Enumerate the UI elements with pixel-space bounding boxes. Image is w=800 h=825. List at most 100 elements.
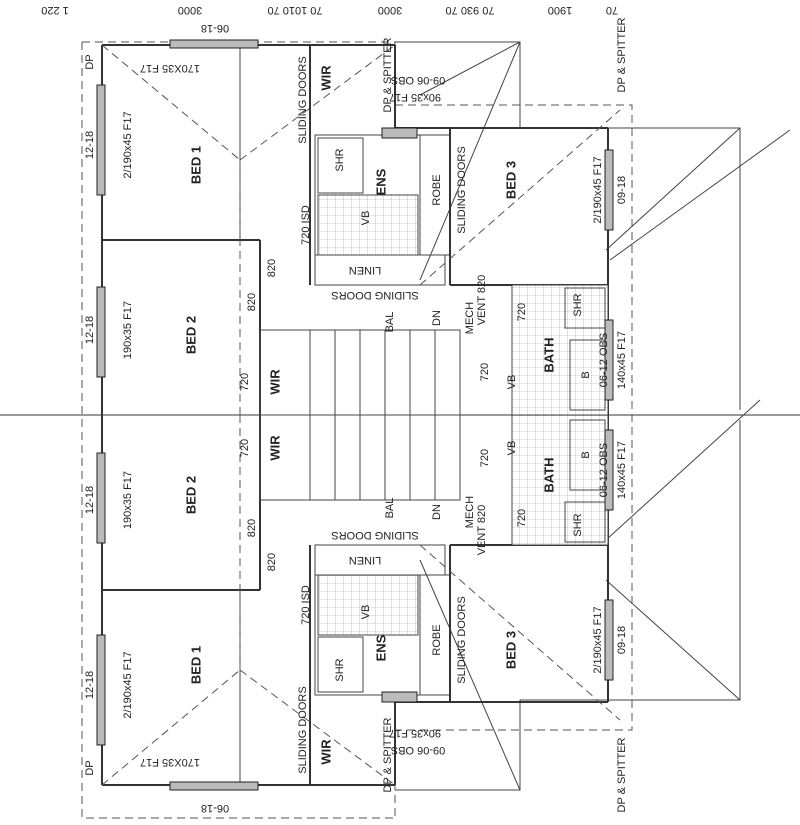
label-wir1: WIR [318, 739, 333, 765]
label-dp: DP [84, 54, 96, 69]
label-bath-door2: 720 [479, 449, 491, 467]
label-linen: LINEN [349, 554, 381, 566]
window-bed3 [604, 149, 614, 231]
label-bed3-window: 09-18 [616, 176, 628, 204]
label-bed1-window: 12-18 [84, 671, 96, 699]
label-ens: ENS [373, 168, 388, 195]
label-bath-door: 720 [516, 509, 528, 527]
label-bed3: BED 3 [503, 631, 518, 669]
roof-hip [239, 44, 396, 161]
label-bed2: BED 2 [183, 476, 198, 514]
label-sliding-doors-bal: SLIDING DOORS [331, 289, 418, 301]
window-ens [381, 691, 418, 703]
dimension-label: 70 [606, 4, 618, 16]
label-ens-lintel: 90x35 F17 [389, 727, 441, 739]
label-bed3-lintel: 2/190x45 F17 [592, 156, 604, 223]
label-bath-vb: VB [506, 441, 518, 456]
label-sliding-doors-bal: SLIDING DOORS [331, 529, 418, 541]
label-sliding-doors-robe: SLIDING DOORS [456, 596, 468, 683]
label-door-820a: 820 [266, 553, 278, 571]
label-dp: DP [84, 760, 96, 775]
dimension-label: 3000 [178, 4, 202, 16]
label-ens-shr: SHR [334, 658, 346, 681]
plan-structure [0, 39, 800, 819]
label-bed3-lintel: 2/190x45 F17 [592, 606, 604, 673]
label-dp-spitter-1: DP & SPITTER [382, 37, 394, 112]
window-bed2 [96, 286, 106, 378]
label-wir2: WIR [267, 435, 282, 461]
bath-shower [564, 501, 606, 543]
label-dp-spitter-1: DP & SPITTER [382, 717, 394, 792]
label-sliding-doors-robe: SLIDING DOORS [456, 146, 468, 233]
label-door-820b: 820 [246, 519, 258, 537]
linen-cupboard [314, 254, 446, 286]
label-bed2-lintel: 190x35 F17 [122, 471, 134, 529]
window-bed1 [96, 634, 106, 746]
label-bed3: BED 3 [503, 161, 518, 199]
label-robe: ROBE [431, 624, 443, 655]
dimension-label: 1900 [548, 4, 572, 16]
label-window-top: 06-18 [201, 22, 229, 34]
label-ens: ENS [373, 634, 388, 661]
label-ens-window: 09-06 OBS [391, 74, 445, 86]
label-bed3-window: 09-18 [616, 626, 628, 654]
window-ens [381, 127, 418, 139]
label-mech: MECH [464, 302, 476, 334]
label-bath-shr: SHR [572, 513, 584, 536]
window-bath [604, 429, 614, 511]
label-bal: BAL [384, 312, 396, 333]
label-lintel-bottom: 170X35 F17 [140, 756, 200, 768]
dimension-label: 70 930 70 [446, 4, 495, 16]
roof-hip [419, 109, 621, 286]
roof-hip [239, 669, 396, 786]
label-bath-vb: VB [506, 375, 518, 390]
label-bed1-window: 12-18 [84, 131, 96, 159]
label-robe: ROBE [431, 174, 443, 205]
label-bath-door2: 720 [479, 363, 491, 381]
window-bed3 [604, 599, 614, 681]
label-bath: BATH [541, 457, 556, 492]
label-bal: BAL [384, 498, 396, 519]
label-dn: DN [431, 310, 443, 326]
label-ens-door: 720 ISD [300, 205, 312, 245]
label-vent: VENT 820 [476, 275, 488, 326]
label-ens-vb: VB [360, 211, 372, 226]
window-bath [604, 319, 614, 401]
label-bath-lintel: 140x45 F17 [616, 441, 628, 499]
label-door-820a: 820 [266, 259, 278, 277]
label-bath-window: 06-12 OBS [598, 333, 610, 387]
label-door-820b: 820 [246, 293, 258, 311]
label-ens-vb: VB [360, 605, 372, 620]
label-wir2: WIR [267, 369, 282, 395]
label-bed1: BED 1 [188, 146, 203, 184]
label-sliding-doors-wir: SLIDING DOORS [297, 686, 309, 773]
label-bath-window: 06-12 OBS [598, 443, 610, 497]
ens-shower [317, 137, 364, 194]
roof-hip [101, 669, 241, 786]
bath-tiles [511, 414, 609, 546]
label-bath-b: B [580, 451, 592, 458]
wir2 [259, 414, 311, 501]
label-mech: MECH [464, 496, 476, 528]
label-bed1-lintel: 2/190x45 F17 [122, 651, 134, 718]
label-wir1: WIR [318, 65, 333, 91]
window-bed1 [96, 84, 106, 196]
label-wir2-door: 720 [239, 439, 251, 457]
label-dn: DN [431, 504, 443, 520]
label-lintel-top: 170X35 F17 [140, 62, 200, 74]
dimension-label: 70 1010 70 [267, 4, 322, 16]
label-ens-door: 720 ISD [300, 585, 312, 625]
label-ens-window: 09-06 OBS [391, 744, 445, 756]
window-bed2 [96, 452, 106, 544]
bath-shower [564, 287, 606, 329]
label-bed2-lintel: 190x35 F17 [122, 301, 134, 359]
label-linen: LINEN [349, 264, 381, 276]
roof-hips [419, 41, 791, 791]
ens-shower [317, 636, 364, 693]
label-bed2-window: 12-18 [84, 316, 96, 344]
label-bath-b: B [580, 371, 592, 378]
label-ens-shr: SHR [334, 148, 346, 171]
label-bed2: BED 2 [183, 316, 198, 354]
